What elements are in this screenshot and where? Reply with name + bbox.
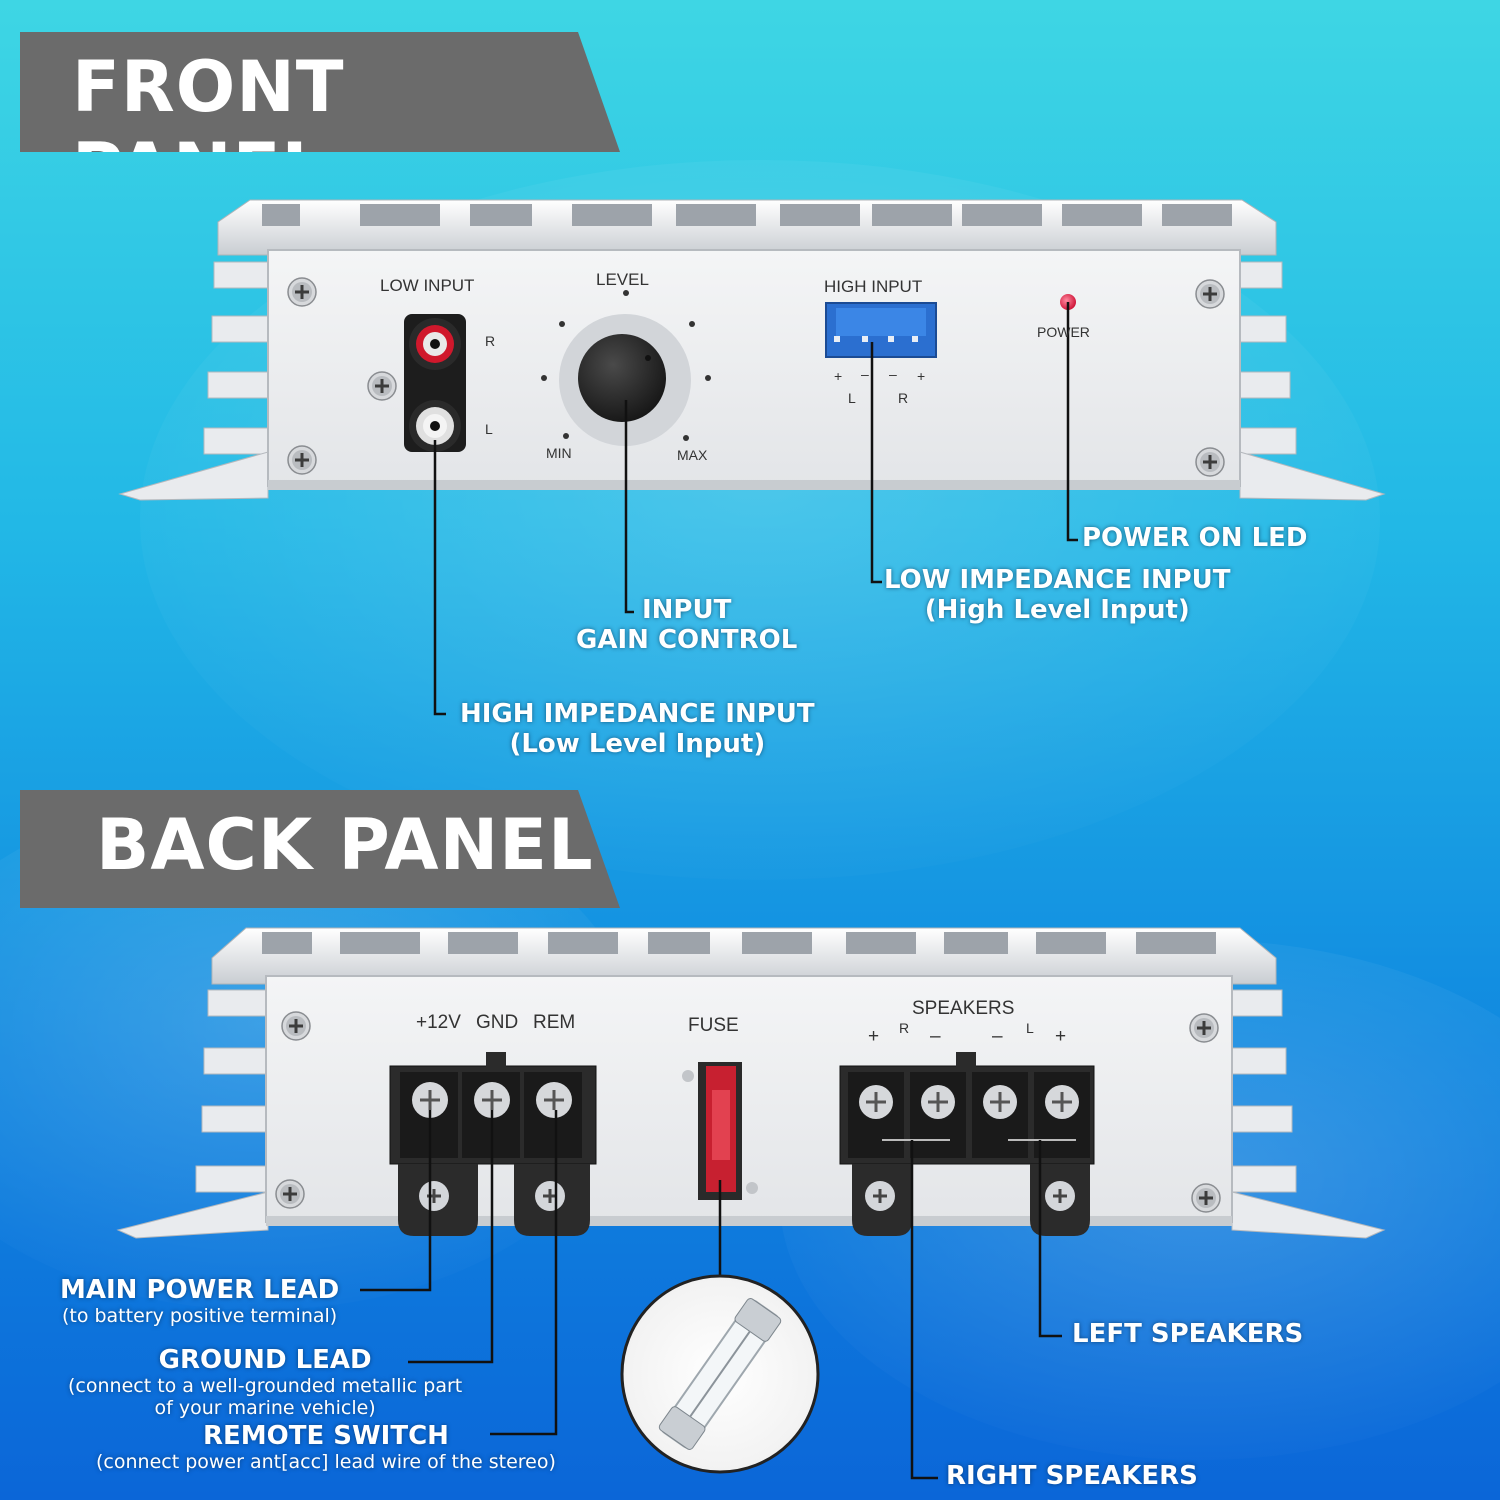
callout-high-impedance-title: HIGH IMPEDANCE INPUT [460,699,815,729]
rca-r-label: R [485,333,496,349]
callout-remote-sub: (connect power ant[acc] lead wire of the… [96,1450,556,1473]
callout-low-impedance-title: LOW IMPEDANCE INPUT [884,565,1231,595]
spk-minus-r: – [930,1026,941,1047]
max-label: MAX [677,447,708,463]
high-l-label: L [848,390,856,406]
callout-ground-lead: GROUND LEAD (connect to a well-grounded … [68,1345,463,1420]
callout-gain-line2: GAIN CONTROL [576,624,798,655]
callout-low-impedance: LOW IMPEDANCE INPUT (High Level Input) [884,565,1231,626]
spk-minus-l: – [992,1026,1003,1047]
callout-power-on-led-text: POWER ON LED [1082,523,1308,553]
callout-gain-control: INPUT GAIN CONTROL [576,595,798,656]
spk-plus-l: + [1055,1026,1067,1047]
callout-left-speakers: LEFT SPEAKERS [1072,1319,1304,1350]
callout-ground-title: GROUND LEAD [158,1345,372,1375]
back-panel-banner: BACK PANEL [20,790,620,908]
front-panel-title: FRONT PANEL [72,46,345,152]
high-input-label: HIGH INPUT [824,277,923,296]
callout-main-power-sub: (to battery positive terminal) [61,1304,338,1327]
callout-high-impedance-sub: (Low Level Input) [509,728,766,759]
level-label: LEVEL [596,270,649,289]
callout-remote-title: REMOTE SWITCH [202,1421,449,1451]
rem-label: REM [533,1012,576,1033]
high-r-label: R [898,390,909,406]
low-input-label: LOW INPUT [380,276,475,295]
high-minus-right: – [889,366,897,382]
callout-right-speakers-text: RIGHT SPEAKERS [946,1461,1198,1491]
front-panel-banner: FRONT PANEL [20,32,620,152]
min-label: MIN [546,445,572,461]
speakers-label: SPEAKERS [912,998,1015,1019]
callout-power-on-led: POWER ON LED [1082,523,1308,554]
gnd-label: GND [476,1012,519,1033]
rca-l-label: L [485,421,493,437]
callout-remote-switch: REMOTE SWITCH (connect power ant[acc] le… [96,1421,556,1474]
callout-ground-sub2: of your marine vehicle) [154,1396,376,1419]
callout-ground-sub1: (connect to a well-grounded metallic par… [68,1374,463,1397]
callout-gain-line1: INPUT [641,595,732,625]
fuse-label: FUSE [688,1015,739,1036]
callout-left-speakers-text: LEFT SPEAKERS [1072,1319,1304,1349]
high-plus-left: + [834,368,843,384]
power-label: POWER [1037,324,1090,340]
back-panel-title: BACK PANEL [96,804,594,886]
spk-plus-r: + [868,1026,880,1047]
callout-main-power-title: MAIN POWER LEAD [60,1275,340,1305]
callout-high-impedance: HIGH IMPEDANCE INPUT (Low Level Input) [460,699,815,760]
high-minus-left: – [861,366,869,382]
plus12v-label: +12V [416,1012,461,1033]
spk-l-label: L [1026,1020,1034,1036]
spk-r-label: R [899,1020,910,1036]
high-plus-right: + [917,368,926,384]
callout-main-power: MAIN POWER LEAD (to battery positive ter… [60,1275,340,1328]
callout-right-speakers: RIGHT SPEAKERS [946,1461,1198,1492]
callout-low-impedance-sub: (High Level Input) [924,594,1190,625]
